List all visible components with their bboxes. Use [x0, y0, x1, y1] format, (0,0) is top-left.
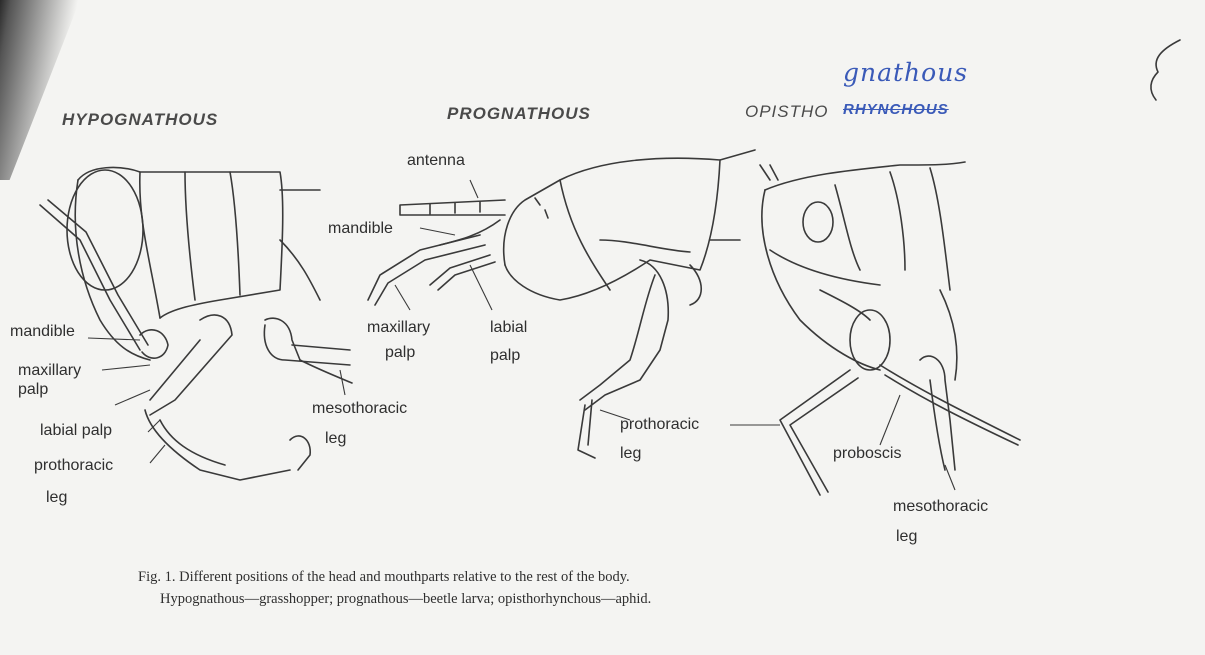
label-pro-labial: labial	[490, 318, 527, 337]
label-hypo-prothoracic: prothoracic	[34, 456, 113, 475]
label-pro-prothoracic: prothoracic	[620, 415, 699, 434]
label-opi-mesothoracic: mesothoracic	[893, 497, 988, 516]
heading-struck-rhynchous: RHYNCHOUS	[843, 101, 949, 118]
label-hypo-maxillary-palp: palp	[18, 380, 48, 399]
label-hypo-prothoracic-leg: leg	[46, 488, 67, 507]
label-hypo-mesothoracic: mesothoracic	[312, 399, 407, 418]
label-pro-maxillary-palp: palp	[385, 343, 415, 362]
label-opi-proboscis: proboscis	[833, 444, 901, 463]
handwritten-correction: gnathous	[843, 58, 968, 87]
heading-prognathous: PROGNATHOUS	[447, 104, 591, 124]
label-hypo-labial-palp: labial palp	[40, 421, 112, 440]
label-hypo-mandible: mandible	[10, 322, 75, 341]
figure-caption-line1: Fig. 1. Different positions of the head …	[138, 569, 630, 586]
heading-opistho-prefix: OPISTHO	[745, 102, 829, 122]
margin-bracket-mark	[1151, 40, 1180, 100]
label-pro-prothoracic-leg: leg	[620, 444, 641, 463]
label-hypo-mesothoracic-leg: leg	[325, 429, 346, 448]
label-pro-antenna: antenna	[407, 151, 465, 170]
figure-caption-line2: Hypognathous—grasshopper; prognathous—be…	[160, 591, 651, 608]
label-pro-mandible: mandible	[328, 219, 393, 238]
heading-hypognathous: HYPOGNATHOUS	[62, 110, 218, 130]
label-opi-mesothoracic-leg: leg	[896, 527, 917, 546]
label-hypo-maxillary: maxillary	[18, 361, 81, 380]
label-pro-maxillary: maxillary	[367, 318, 430, 337]
label-pro-labial-palp: palp	[490, 346, 520, 365]
prognathous-larva-drawing	[368, 150, 755, 458]
